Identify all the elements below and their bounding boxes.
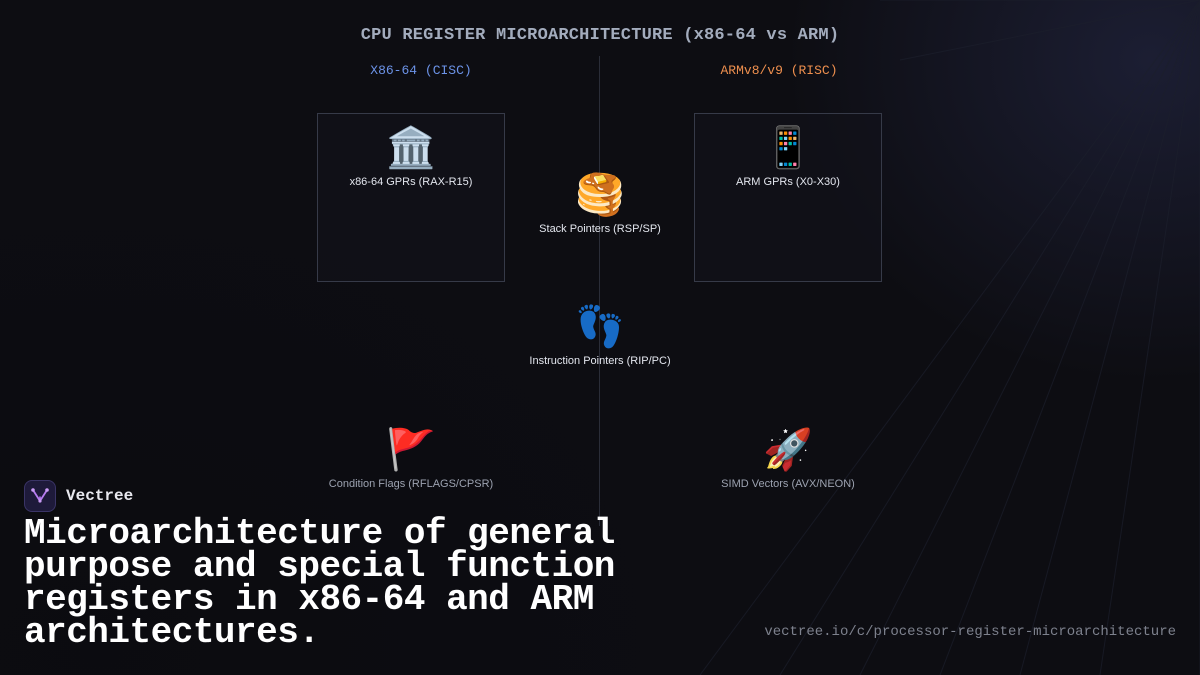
- brand[interactable]: Vectree: [24, 479, 133, 513]
- instruction-pointers-label: Instruction Pointers (RIP/PC): [529, 355, 671, 367]
- rocket-icon: 🚀: [763, 428, 813, 472]
- column-label-arm: ARMv8/v9 (RISC): [720, 63, 838, 78]
- simd-vectors-label: SIMD Vectors (AVX/NEON): [721, 478, 855, 490]
- column-divider: [599, 56, 600, 526]
- mobile-phone-icon: 📱: [763, 126, 813, 170]
- condition-flags-label: Condition Flags (RFLAGS/CPSR): [328, 478, 494, 490]
- arm-gprs-box: [694, 113, 882, 282]
- stack-pointers-label: Stack Pointers (RSP/SP): [539, 223, 661, 235]
- red-flag-icon: 🚩: [386, 428, 436, 472]
- column-label-x86: X86-64 (CISC): [370, 63, 472, 78]
- vectree-logo-icon: [24, 480, 56, 512]
- headline: Microarchitecture of general purpose and…: [24, 513, 615, 653]
- x86-gprs-label: x86-64 GPRs (RAX-R15): [349, 176, 473, 188]
- pancakes-icon: 🥞: [575, 173, 625, 217]
- diagram-title: CPU REGISTER MICROARCHITECTURE (x86-64 v…: [360, 26, 840, 45]
- stack-pointers-node[interactable]: 🥞 Stack Pointers (RSP/SP): [490, 173, 710, 235]
- brand-name: Vectree: [66, 487, 134, 505]
- footprints-icon: 👣: [575, 305, 625, 349]
- instruction-pointers-node[interactable]: 👣 Instruction Pointers (RIP/PC): [490, 305, 710, 367]
- arm-gprs-node[interactable]: 📱 ARM GPRs (X0-X30): [678, 126, 898, 188]
- condition-flags-node[interactable]: 🚩 Condition Flags (RFLAGS/CPSR): [301, 428, 521, 490]
- arm-gprs-label: ARM GPRs (X0-X30): [736, 176, 840, 188]
- x86-gprs-box: [317, 113, 505, 282]
- source-url[interactable]: vectree.io/c/processor-register-microarc…: [764, 624, 1176, 640]
- x86-gprs-node[interactable]: 🏛️ x86-64 GPRs (RAX-R15): [301, 126, 521, 188]
- simd-vectors-node[interactable]: 🚀 SIMD Vectors (AVX/NEON): [678, 428, 898, 490]
- classical-building-icon: 🏛️: [386, 126, 436, 170]
